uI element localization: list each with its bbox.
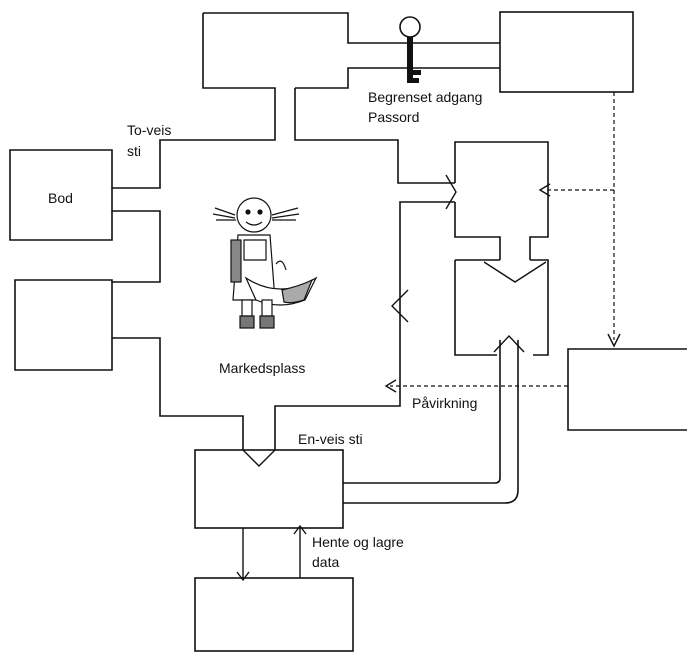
top-corridor-lower-wall bbox=[295, 68, 500, 88]
marketplace-wall-right-lower bbox=[275, 202, 455, 450]
label-one-way-path: En-veis sti bbox=[298, 431, 363, 447]
market-woman-figure bbox=[213, 198, 316, 328]
label-two-way-path-2: sti bbox=[127, 143, 141, 159]
protected-area-box bbox=[500, 12, 633, 92]
second-stall-box bbox=[15, 280, 112, 370]
junction-arrow bbox=[484, 262, 546, 282]
label-influence: Påvirkning bbox=[412, 395, 477, 411]
label-two-way-path: To-veis bbox=[127, 122, 171, 138]
influence-box bbox=[568, 349, 687, 430]
label-fetch-store-data-2: data bbox=[312, 554, 339, 570]
top-corridor-upper-wall bbox=[203, 13, 500, 43]
label-stall: Bod bbox=[48, 190, 73, 206]
label-marketplace: Markedsplass bbox=[219, 360, 305, 376]
label-password: Passord bbox=[368, 109, 419, 125]
pipe-inner bbox=[343, 340, 518, 503]
upper-process-box bbox=[455, 142, 548, 260]
label-restricted-access: Begrenset adgang bbox=[368, 89, 482, 105]
lower-process-box bbox=[455, 260, 548, 355]
one-way-box bbox=[195, 450, 343, 528]
storage-box bbox=[195, 578, 353, 651]
one-way-arrow bbox=[243, 450, 275, 466]
key-icon bbox=[400, 17, 421, 83]
pipe-outer bbox=[343, 340, 500, 483]
pipe-arrow-head bbox=[494, 336, 524, 352]
label-fetch-store-data: Hente og lagre bbox=[312, 534, 404, 550]
